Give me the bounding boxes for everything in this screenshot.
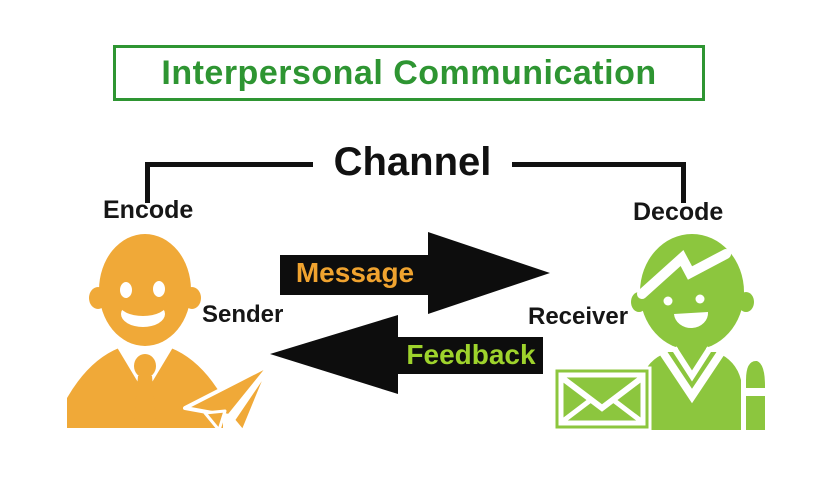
feedback-arrow-label: Feedback: [406, 339, 536, 370]
channel-bracket-line-left: [145, 162, 313, 167]
channel-bracket-line-right: [512, 162, 686, 167]
page-title: Interpersonal Communication: [161, 53, 657, 92]
sender-label: Sender: [202, 301, 284, 328]
receiver-label: Receiver: [528, 303, 629, 330]
envelope-icon: [552, 366, 652, 432]
title-box: Interpersonal Communication: [113, 45, 705, 101]
channel-label: Channel: [333, 140, 492, 184]
decode-label: Decode: [633, 198, 724, 226]
encode-label: Encode: [103, 196, 194, 224]
paper-plane-icon: [183, 362, 273, 433]
receiver-person-icon: [552, 234, 765, 432]
message-arrow-icon: [280, 232, 550, 314]
channel-bracket-drop-left: [145, 162, 150, 203]
sender-person-icon: [67, 234, 273, 433]
message-arrow-label: Message: [295, 257, 415, 288]
channel-bracket-drop-right: [681, 162, 686, 203]
feedback-arrow-icon: [270, 315, 543, 394]
